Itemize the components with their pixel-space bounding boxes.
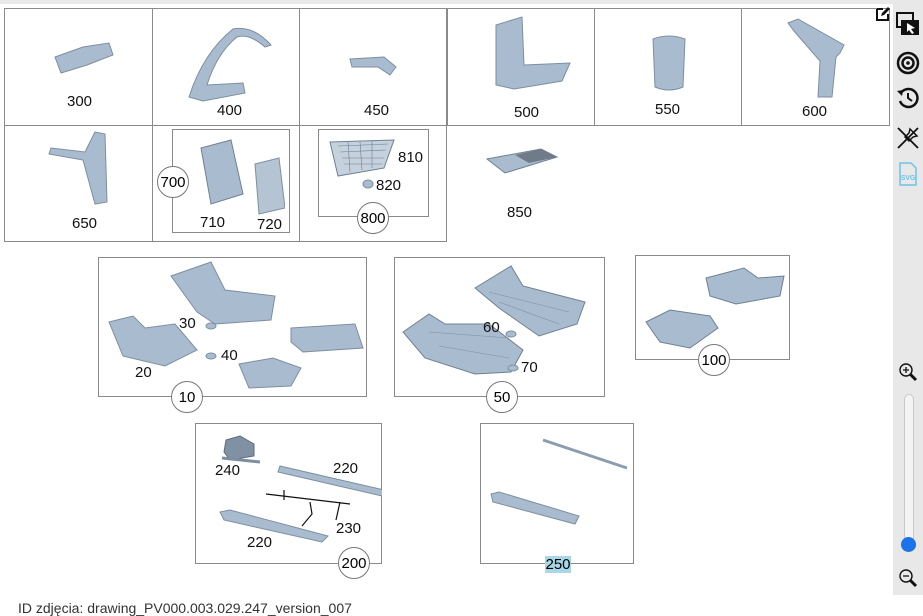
- part-label: 810: [398, 149, 424, 166]
- trim-parts-image: [490, 438, 628, 525]
- part-label: 820: [376, 177, 402, 194]
- part-label: 20: [135, 364, 152, 381]
- part-label: 40: [221, 347, 238, 364]
- part-image: [193, 138, 285, 216]
- floor-mats-image: [645, 267, 785, 349]
- part-image: [45, 130, 109, 206]
- part-label: 710: [200, 214, 226, 231]
- part-image: [183, 23, 273, 103]
- ref-circle-250[interactable]: 250: [542, 548, 574, 580]
- part-image: [786, 17, 850, 101]
- part-image: [492, 15, 572, 95]
- part-label: 500: [514, 104, 540, 121]
- svg-export-icon[interactable]: SVG: [896, 162, 920, 186]
- history-icon[interactable]: [896, 86, 920, 110]
- part-label: 850: [507, 204, 533, 221]
- part-cell-700[interactable]: 700 710 720: [152, 125, 300, 242]
- part-image: [651, 33, 687, 93]
- zoom-in-icon[interactable]: [896, 360, 920, 384]
- group-box-250[interactable]: [480, 423, 634, 564]
- part-label: 230: [336, 520, 362, 537]
- ref-label-250-highlighted: 250: [545, 555, 571, 573]
- part-image: [328, 138, 398, 190]
- part-label: 650: [72, 215, 98, 232]
- part-label: 550: [655, 101, 681, 118]
- floor-mats-image: [108, 261, 364, 389]
- trim-parts-image: [219, 435, 382, 543]
- svg-text:SVG: SVG: [901, 175, 916, 182]
- group-box-10[interactable]: 30 40 20: [98, 257, 367, 397]
- part-cell-450[interactable]: 450: [299, 8, 447, 126]
- zoom-out-icon[interactable]: [896, 566, 920, 590]
- ref-circle-200[interactable]: 200: [338, 547, 370, 579]
- top-bar: [0, 0, 923, 4]
- part-image: [53, 39, 115, 75]
- group-box-50[interactable]: 60 70: [394, 257, 605, 397]
- ref-circle-100[interactable]: 100: [698, 344, 730, 376]
- part-cell-850[interactable]: 850: [447, 125, 594, 242]
- part-label: 220: [333, 460, 359, 477]
- part-label: 60: [483, 319, 500, 336]
- right-toolbar: SVG: [893, 0, 923, 595]
- part-label: 30: [179, 315, 196, 332]
- part-image: [348, 53, 398, 77]
- part-label: 220: [247, 534, 273, 551]
- part-cell-550[interactable]: 550: [594, 8, 742, 126]
- part-cell-300[interactable]: 300: [4, 8, 153, 126]
- part-image: [485, 147, 559, 175]
- select-area-icon[interactable]: [896, 12, 920, 36]
- part-label: 400: [217, 102, 243, 119]
- zoom-slider-track[interactable]: [904, 394, 914, 552]
- part-label: 720: [257, 216, 283, 233]
- zoom-slider-handle[interactable]: [901, 537, 916, 552]
- group-box-200[interactable]: 240 220 230 220: [195, 423, 382, 564]
- part-cell-600[interactable]: 600: [741, 8, 890, 126]
- ref-circle-800[interactable]: 800: [357, 202, 389, 234]
- image-id-caption: ID zdjęcia: drawing_PV000.003.029.247_ve…: [18, 600, 352, 616]
- group-box-100[interactable]: [635, 255, 790, 360]
- part-cell-500[interactable]: 500: [447, 8, 595, 126]
- part-cell-400[interactable]: 400: [152, 8, 300, 126]
- part-label: 600: [802, 103, 828, 120]
- floor-mats-image: [402, 265, 586, 375]
- edit-icon[interactable]: [875, 6, 891, 22]
- target-icon[interactable]: [896, 51, 920, 75]
- unpin-icon[interactable]: [896, 126, 920, 150]
- part-cell-650[interactable]: 650: [4, 125, 153, 242]
- part-label: 240: [215, 462, 241, 479]
- part-label: 70: [521, 359, 538, 376]
- part-cell-800[interactable]: 810 820 800: [299, 125, 447, 242]
- ref-circle-700[interactable]: 700: [157, 166, 189, 198]
- part-label: 450: [364, 102, 390, 119]
- ref-circle-50[interactable]: 50: [486, 381, 518, 413]
- part-label: 300: [67, 93, 93, 110]
- ref-circle-10[interactable]: 10: [171, 381, 203, 413]
